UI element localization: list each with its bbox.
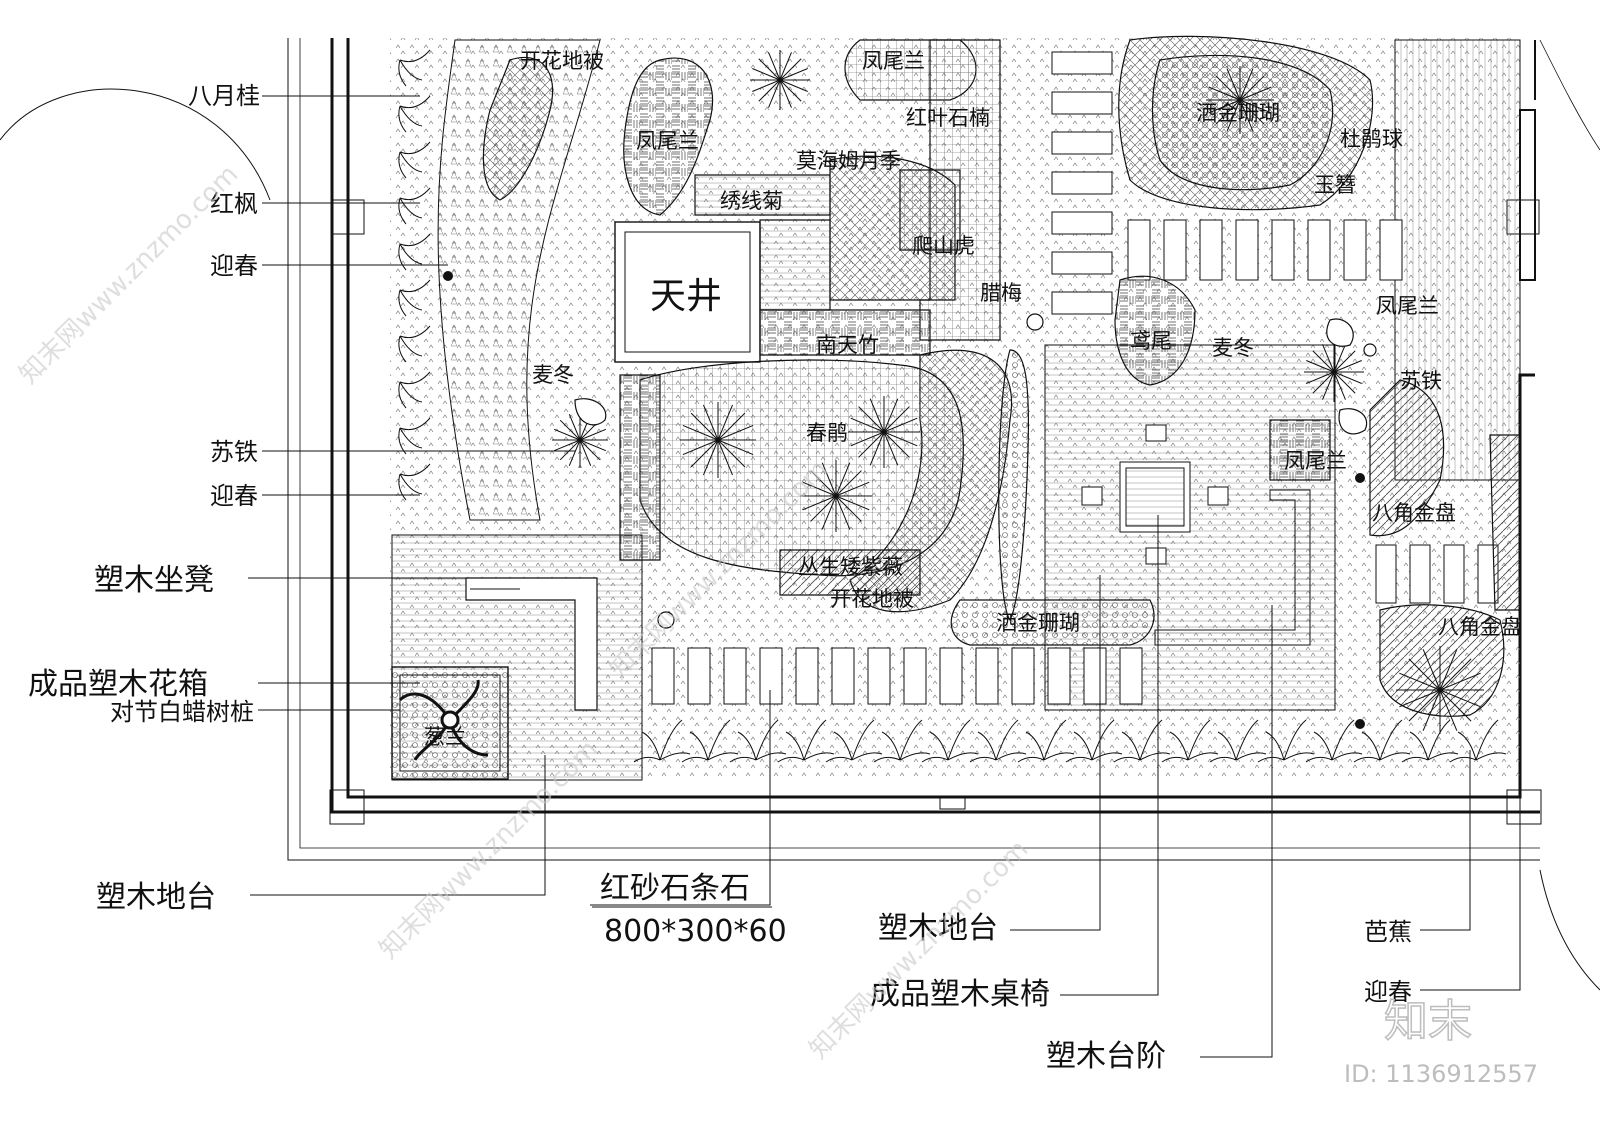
tree-stump: [398, 679, 489, 761]
label-fengweilan-right: 凤尾兰: [1376, 294, 1439, 318]
wood-steps: [1154, 489, 1311, 646]
label-xiuxianju: 绣线菊: [720, 189, 783, 213]
label-sajin-shanhu-top: 洒金珊瑚: [1196, 101, 1280, 125]
watermark-text-4: 知末网www.znzmo.com: [804, 834, 1035, 1065]
bottom-labels: 红砂石条石 800*300*60 塑木地台 成品塑木桌椅 塑木台阶 芭蕉 迎春: [592, 871, 1412, 1074]
label-yingchun-1: 迎春: [210, 252, 258, 280]
label-yuanwei: 鸢尾: [1130, 329, 1172, 353]
label-tianjing: 天井: [650, 276, 722, 317]
label-pashanhu: 爬山虎: [912, 234, 975, 258]
inner-labels: 开花地被 凤尾兰 红叶石楠 凤尾兰 莫海姆月季 绣线菊 爬山虎 天井 腊梅 南天…: [424, 49, 1522, 749]
label-sajin-shanhu-bottom: 洒金珊瑚: [996, 611, 1080, 635]
left-labels: 八月桂 红枫 迎春 苏铁 迎春 塑木坐凳 成品塑木花箱 对节白蜡树桩 塑木地台: [28, 82, 260, 915]
label-sumu-taijie: 塑木台阶: [1046, 1039, 1166, 1074]
label-sumu-ditai-left: 塑木地台: [96, 880, 216, 915]
label-maidong-right: 麦冬: [1212, 336, 1254, 360]
stone-strips-column: [1051, 51, 1113, 315]
shrub-beds: [482, 35, 1521, 717]
label-bayuegui: 八月桂: [188, 82, 260, 110]
label-maidong-left: 麦冬: [532, 363, 574, 387]
label-sumu-zuodeng: 塑木坐凳: [94, 563, 214, 598]
label-yingchun-2: 迎春: [210, 482, 258, 510]
stone-path: [437, 39, 601, 521]
label-chengpin-zhuoyi: 成品塑木桌椅: [870, 977, 1050, 1012]
label-chunjuan: 春鹃: [806, 421, 848, 445]
label-hongshashi: 红砂石条石: [600, 871, 750, 906]
label-congsheng-ziwei: 丛生矮紫薇: [798, 555, 903, 579]
label-hongshashi-size: 800*300*60: [604, 914, 787, 949]
star-plants: [552, 50, 1484, 734]
label-bajiao: 芭蕉: [1364, 918, 1412, 946]
label-duijie-shuzhuang: 对节白蜡树桩: [110, 698, 254, 726]
label-dujuanqiu: 杜鹃球: [1340, 127, 1403, 151]
label-conglan: 葱兰: [424, 725, 466, 749]
stone-strips-bottom: [651, 647, 1143, 705]
label-yuzan: 玉簪: [1314, 173, 1356, 197]
label-fengweilan-left: 凤尾兰: [636, 129, 699, 153]
table-set: [1081, 424, 1229, 565]
wood-bench: [465, 577, 598, 711]
watermark-logo: 知末: [1384, 996, 1472, 1047]
planter-box: [391, 666, 509, 780]
label-sumu-ditai: 塑木地台: [878, 911, 998, 946]
watermark-id: ID: 1136912557: [1344, 1060, 1538, 1088]
label-bajiao-jinpan-1: 八角金盘: [1372, 501, 1456, 525]
leader-lines: [248, 95, 1521, 1058]
label-fengweilan-mid: 凤尾兰: [1284, 449, 1347, 473]
site-boundary: [0, 38, 1600, 991]
label-chengpin-huaxiang: 成品塑木花箱: [28, 667, 208, 702]
label-nantianzhu: 南天竹: [816, 333, 879, 357]
label-hongfeng: 红枫: [210, 190, 258, 218]
hedge-row: [398, 49, 1507, 763]
lamp-points: [443, 271, 1365, 729]
label-sutie: 苏铁: [210, 438, 258, 466]
label-sutie-right: 苏铁: [1400, 369, 1442, 393]
label-kaihua-dibei-top: 开花地被: [520, 49, 604, 73]
label-fengweilan-top: 凤尾兰: [862, 49, 925, 73]
label-yingchun-bottom: 迎春: [1364, 978, 1412, 1006]
stone-strips-right: [1127, 219, 1499, 604]
label-lamei: 腊梅: [980, 281, 1022, 305]
label-mohaimu-yueji: 莫海姆月季: [796, 149, 901, 173]
label-bajiao-jinpan-2: 八角金盘: [1438, 615, 1522, 639]
rocks: [574, 313, 1377, 629]
label-kaihua-dibei-mid: 开花地被: [830, 587, 914, 611]
label-hongye-shinan: 红叶石楠: [906, 106, 990, 130]
